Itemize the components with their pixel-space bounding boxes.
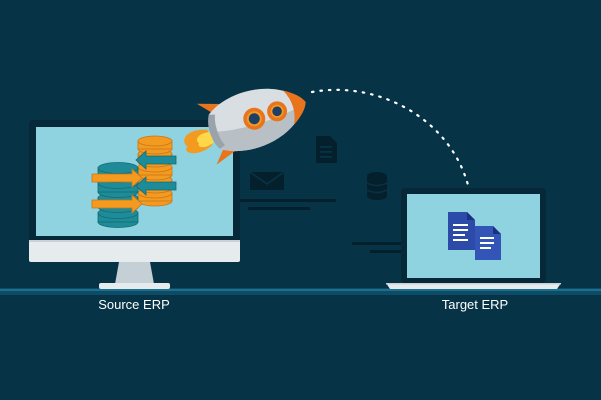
mail-icon — [249, 171, 285, 190]
files-icon — [448, 212, 501, 260]
source-erp-label: Source ERP — [98, 297, 170, 312]
ground-line — [0, 289, 601, 291]
rocket-icon — [184, 88, 306, 165]
ground-band — [0, 288, 601, 295]
target-erp-label: Target ERP — [441, 297, 509, 312]
dotted-trajectory — [310, 88, 470, 187]
document-icon — [316, 136, 337, 163]
speed-lines — [240, 199, 406, 253]
database-icon — [366, 172, 388, 200]
database-migration-icon — [91, 135, 177, 228]
